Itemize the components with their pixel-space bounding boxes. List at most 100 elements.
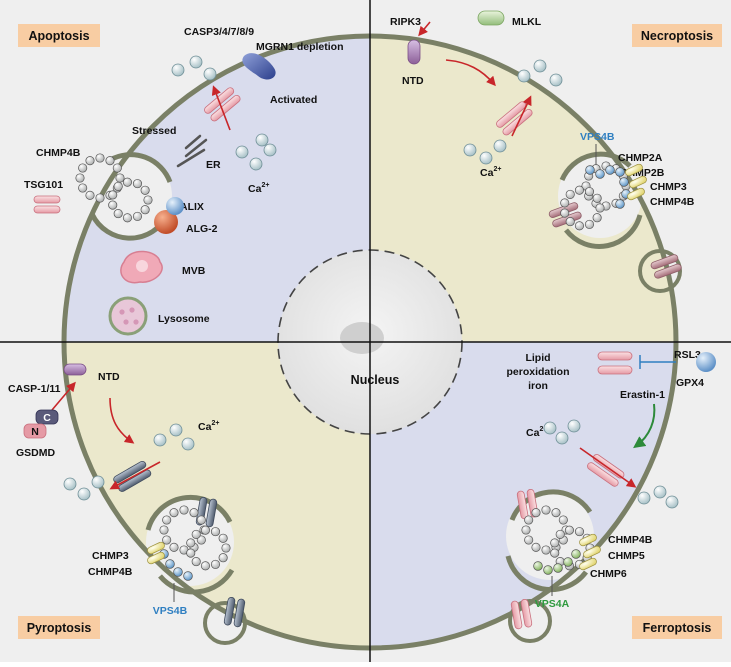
lysosome-particle — [119, 309, 125, 315]
chmp-subunit — [583, 545, 601, 559]
escrt-bead — [196, 515, 206, 525]
escrt-bead — [108, 190, 118, 200]
chmp3-label: CHMP3 — [650, 181, 687, 193]
vps4a-bead — [571, 549, 581, 559]
chmp-subunit — [627, 187, 645, 201]
calcium-ion — [169, 423, 183, 437]
escrt-bead — [221, 543, 231, 553]
escrt-bead — [210, 559, 221, 569]
title-boxes: Apoptosis Necroptosis Pyroptosis Ferropt… — [18, 24, 722, 639]
pyroptosis-cytoplasm — [64, 342, 370, 648]
ferroptosis-channel — [587, 454, 625, 487]
tsg101-protein — [33, 195, 61, 204]
vps4b-bead — [165, 559, 175, 569]
apoptosis-title: Apoptosis — [28, 29, 89, 43]
calcium-ion — [479, 151, 493, 165]
calcium-ion — [517, 69, 531, 83]
vps4b-label-pyroptosis: VPS4B — [153, 605, 188, 617]
escrt-bead — [132, 211, 143, 221]
vps4b-bead — [183, 571, 193, 581]
necroptosis-vesicle — [638, 249, 682, 293]
vps4a-bead — [543, 565, 553, 575]
casp-arrow — [51, 381, 76, 411]
escrt-bead — [159, 525, 169, 535]
escrt-subunits — [147, 163, 647, 581]
ntd-label-necroptosis: NTD — [402, 75, 424, 87]
escrt-bead — [169, 542, 179, 552]
gsdmd-n-label: N — [31, 426, 39, 438]
escrt-bead — [196, 535, 206, 545]
chmp4b-label: CHMP4B — [36, 147, 81, 159]
ferroptosis-vesicle-channel — [510, 598, 533, 630]
escrt-bead — [584, 219, 595, 229]
ferroptosis-membrane-protein — [597, 365, 633, 375]
escrt-bead — [550, 548, 560, 558]
escrt-bead — [191, 529, 201, 539]
vps4a-bead — [533, 561, 543, 571]
chmp4b-label-pyroptosis: CHMP4B — [88, 566, 133, 578]
escrt-bead — [140, 185, 150, 195]
escrt-bead — [132, 179, 143, 189]
chmp4b-label-necroptosis: CHMP4B — [650, 196, 695, 208]
escrt-bead — [95, 193, 105, 203]
escrt-bead — [85, 190, 95, 200]
calcium-ion — [77, 487, 91, 501]
ca-label-apoptosis: Ca2+ — [248, 182, 269, 195]
calcium-ions — [63, 55, 679, 509]
pyroptosis-vesicle-channel — [223, 596, 246, 628]
vps4a-bead — [553, 563, 563, 573]
casp111-label: CASP-1/11 — [8, 383, 61, 395]
escrt-bead — [122, 177, 132, 187]
chmp-subunit — [147, 551, 165, 565]
vps4b-bead — [173, 567, 183, 577]
ntd-arrow — [445, 59, 496, 87]
escrt-bead — [531, 508, 541, 518]
escrt-bead — [112, 163, 122, 173]
gsdmd-c-label: C — [43, 412, 51, 424]
calcium-ion — [255, 133, 269, 147]
vps4b-label-necroptosis: VPS4B — [580, 131, 615, 143]
calcium-ion — [181, 437, 195, 451]
escrt-bead — [555, 529, 565, 539]
necroptosis-ca-arrow — [511, 95, 532, 137]
lysosome-label: Lysosome — [158, 313, 210, 325]
gsdmd-n-domain — [23, 423, 47, 439]
escrt-bead — [78, 183, 88, 193]
alix-protein — [166, 197, 184, 215]
escrt-bead — [78, 163, 88, 173]
calcium-ion — [153, 433, 167, 447]
apoptosis-bud — [88, 154, 172, 238]
escrt-bead — [115, 173, 125, 183]
calcium-ion — [91, 475, 105, 489]
pyroptosis-ntd-arrow — [109, 397, 135, 444]
lipid-label-3: iron — [528, 380, 548, 392]
escrt-bead — [162, 535, 172, 545]
pyroptosis-title: Pyroptosis — [27, 621, 92, 635]
calcium-ion — [665, 495, 679, 509]
escrt-bead — [108, 200, 118, 210]
calcium-ion — [637, 491, 651, 505]
calcium-ion — [249, 157, 263, 171]
chmp-subunit — [579, 557, 597, 571]
vps4a-bead — [563, 557, 573, 567]
chmp-subunit — [625, 163, 643, 177]
calcium-ion — [263, 143, 277, 157]
mlkl-protein — [477, 10, 505, 26]
vps4b-bead — [615, 167, 625, 177]
ferroptosis-title-box — [632, 616, 722, 639]
escrt-bead — [210, 527, 221, 537]
escrt-bead — [179, 505, 189, 515]
chmp3-label-pyroptosis: CHMP3 — [92, 550, 129, 562]
escrt-bead — [560, 198, 570, 208]
escrt-bead — [186, 538, 196, 548]
calcium-ion — [555, 431, 569, 445]
escrt-bead — [85, 156, 95, 166]
ca-label-necroptosis: Ca2+ — [480, 166, 501, 179]
escrt-bead — [113, 181, 123, 191]
calcium-ion — [463, 143, 477, 157]
escrt-bead — [558, 515, 568, 525]
apoptosis-arrow — [211, 85, 231, 131]
vps4a-label: VPS4A — [535, 598, 570, 610]
calcium-ion — [171, 63, 185, 77]
